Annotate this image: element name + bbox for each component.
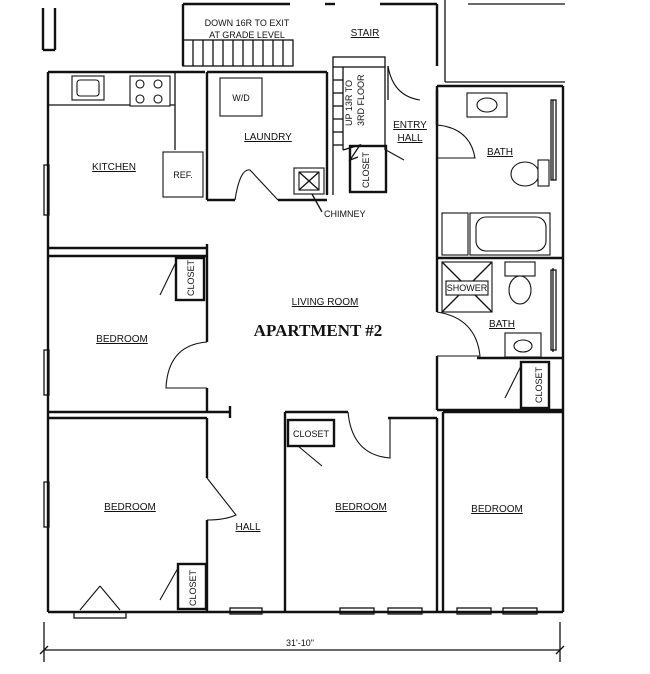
shower-label: SHOWER bbox=[447, 283, 488, 293]
windows bbox=[43, 99, 557, 615]
stair-door bbox=[387, 65, 421, 101]
down-stair bbox=[182, 39, 294, 67]
hall-label: HALL bbox=[235, 522, 260, 533]
bath-top-door bbox=[436, 124, 476, 159]
bath-lower: SHOWER BATH CLOSET bbox=[435, 258, 563, 412]
dimension-line: 31'-10" bbox=[39, 622, 565, 662]
bath-lower-door bbox=[436, 311, 481, 357]
entry-hall: ENTRY HALL bbox=[393, 86, 476, 159]
top-area: DOWN 16R TO EXIT AT GRADE LEVEL STAIR bbox=[41, 0, 565, 83]
hall: HALL bbox=[228, 406, 261, 533]
bedroom2-label: BEDROOM bbox=[104, 502, 156, 513]
bedroom3-door bbox=[347, 411, 391, 459]
bath-lower-toilet-icon bbox=[508, 275, 532, 305]
stair-note-down-2: AT GRADE LEVEL bbox=[209, 30, 285, 40]
living-room-label: LIVING ROOM bbox=[292, 297, 359, 308]
stair-note-up-2: 3RD FLOOR bbox=[356, 74, 366, 126]
bedroom-1: CLOSET BEDROOM bbox=[48, 244, 230, 414]
laundry-door bbox=[234, 169, 279, 201]
stove-icon bbox=[129, 75, 171, 107]
bedroom3-label: BEDROOM bbox=[335, 502, 387, 513]
bedroom2-closet-label: CLOSET bbox=[188, 569, 198, 606]
right-closet-label: CLOSET bbox=[534, 366, 544, 403]
bedroom-2: CLOSET BEDROOM bbox=[48, 416, 237, 619]
stair-note-down-1: DOWN 16R TO EXIT bbox=[205, 18, 290, 28]
bath-lower-label: BATH bbox=[489, 319, 515, 330]
entry-label: ENTRY bbox=[393, 120, 427, 131]
laundry-label: LAUNDRY bbox=[244, 132, 292, 143]
bath-top: BATH bbox=[435, 90, 563, 260]
laundry: W/D LAUNDRY CHIMNEY bbox=[205, 70, 366, 219]
toilet-icon bbox=[510, 161, 540, 187]
washer-dryer-icon bbox=[219, 77, 263, 117]
up-stair: UP 13R TO 3RD FLOOR CLOSET bbox=[332, 56, 421, 195]
bath-top-label: BATH bbox=[487, 147, 513, 158]
stair-label: STAIR bbox=[351, 28, 380, 39]
hall-closet-label: CLOSET bbox=[361, 151, 371, 188]
bedroom1-label: BEDROOM bbox=[96, 334, 148, 345]
refrigerator-icon bbox=[162, 151, 204, 198]
bedroom3-closet-label: CLOSET bbox=[293, 429, 330, 439]
entry-hall-label: HALL bbox=[397, 133, 422, 144]
bedroom-4: BEDROOM bbox=[441, 410, 563, 612]
bedroom1-closet-label: CLOSET bbox=[186, 259, 196, 296]
dimension-label: 31'-10" bbox=[286, 638, 314, 648]
bedroom-3: CLOSET BEDROOM bbox=[283, 410, 439, 612]
stair-note-up-1: UP 13R TO bbox=[344, 80, 354, 126]
bedroom1-door bbox=[165, 341, 208, 389]
chimney-label: CHIMNEY bbox=[324, 209, 366, 219]
bath-lower-sink-icon bbox=[504, 332, 542, 358]
apartment-title: APARTMENT #2 bbox=[254, 321, 383, 340]
outer-walls bbox=[46, 70, 565, 614]
kitchen-label: KITCHEN bbox=[92, 162, 136, 173]
ref-label: REF. bbox=[173, 170, 193, 180]
wd-label: W/D bbox=[232, 93, 250, 103]
bedroom2-door bbox=[206, 477, 237, 521]
bedroom2-window-door bbox=[79, 585, 121, 611]
kitchen: REF. KITCHEN bbox=[48, 72, 207, 250]
bedroom4-label: BEDROOM bbox=[471, 504, 523, 515]
living-room: LIVING ROOM APARTMENT #2 bbox=[254, 297, 383, 340]
